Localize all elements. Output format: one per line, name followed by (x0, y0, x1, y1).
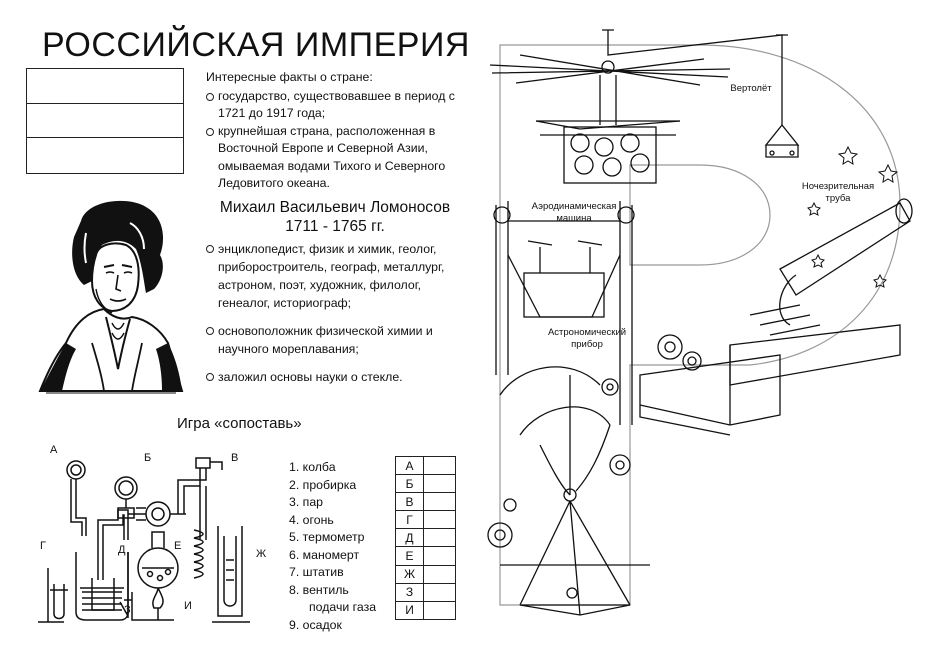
grid-letter: Б (395, 474, 424, 494)
flag-stripe-white (27, 69, 183, 104)
match-item: 5. термометр (289, 530, 365, 544)
astronomical-instrument-drawing (499, 366, 650, 616)
answer-cell[interactable] (423, 582, 456, 602)
person-name: Михаил Васильевич Ломоносов (219, 199, 451, 216)
match-item: 6. маномерт (289, 547, 360, 562)
label-astronomical-instrument: Астрономический прибор (532, 327, 642, 351)
match-item: 3. пар (289, 495, 324, 509)
person-fact-item: заложил основы науки о стекле. (206, 368, 468, 386)
match-item: 1. колба (289, 460, 336, 474)
label-astro-line1: Астрономический (547, 327, 627, 338)
diagram-letter: Г (40, 540, 46, 552)
grid-letter: Д (395, 528, 424, 548)
diagram-letter: Е (174, 540, 182, 552)
diagram-letter: Б (144, 452, 152, 464)
match-items-list: 1. колба 2. пробирка 3. пар 4. огонь 5. … (289, 459, 376, 634)
gear-icons (487, 334, 702, 548)
letter-r-outline (499, 44, 901, 606)
chemistry-apparatus-diagram: А Б В Г Д Е Ж З И (28, 440, 283, 640)
diagram-letter: А (50, 444, 58, 456)
match-item: 4. огонь (289, 512, 334, 527)
flag-stripe-blue (27, 104, 183, 139)
label-telescope-line2: труба (825, 193, 851, 204)
russian-flag-outline (26, 68, 184, 174)
helicopter-drawing (489, 29, 800, 184)
answer-cell[interactable] (423, 492, 456, 512)
match-item: 8. вентиль (289, 582, 349, 597)
person-facts: энциклопедист, физик и химик, геолог, пр… (206, 240, 468, 396)
grid-letter: И (395, 600, 424, 620)
star-icons (807, 145, 899, 288)
person-years: 1711 - 1765 гг. (285, 218, 385, 235)
match-item: 2. пробирка (289, 477, 357, 492)
match-item: 7. штатив (289, 565, 344, 579)
answer-cell[interactable] (423, 455, 456, 476)
match-item: 9. осадок (289, 617, 342, 632)
label-astro-line2: прибор (571, 339, 603, 350)
lomonosov-portrait (26, 193, 196, 403)
diagram-letter: З (124, 604, 131, 616)
answer-cell[interactable] (423, 600, 456, 620)
grid-letter: В (395, 492, 424, 512)
label-telescope-line1: Ночезрительная (801, 181, 875, 192)
answer-cell[interactable] (423, 546, 456, 566)
answer-cell[interactable] (423, 564, 456, 584)
grid-letter: Е (395, 546, 424, 566)
answer-cell[interactable] (423, 528, 456, 548)
grid-letter: З (395, 582, 424, 602)
person-fact-item: энциклопедист, физик и химик, геолог, пр… (206, 240, 468, 312)
night-telescope-drawing (639, 198, 913, 436)
grid-letter: А (395, 455, 424, 476)
diagram-letter: Д (118, 544, 126, 556)
person-fact-item: основоположник физической химии и научно… (206, 322, 468, 358)
grid-letter: Г (395, 510, 424, 530)
label-telescope: Ночезрительная труба (788, 181, 888, 205)
label-aero-line2: машина (556, 213, 592, 224)
fact-item: государство, существовавшее в период с 1… (206, 88, 466, 123)
answer-cell[interactable] (423, 474, 456, 494)
diagram-letter: И (184, 600, 192, 612)
country-facts: Интересные факты о стране: государство, … (206, 69, 466, 193)
answer-cell[interactable] (423, 510, 456, 530)
page-title: РОССИЙСКАЯ ИМПЕРИЯ (42, 26, 470, 64)
fact-item: крупнейшая страна, расположенная в Восто… (206, 123, 466, 193)
diagram-letter: Ж (256, 548, 267, 560)
grid-letter: Ж (395, 564, 424, 584)
flag-stripe-red (27, 138, 183, 173)
person-heading: Михаил Васильевич Ломоносов 1711 - 1765 … (215, 198, 455, 236)
answer-grid: А Б В Г Д Е Ж З И (395, 455, 456, 620)
diagram-letter: В (231, 452, 239, 464)
inventions-illustration: Вертолёт Ночезрительная труба Аэродинами… (480, 25, 920, 635)
label-helicopter: Вертолёт (730, 83, 772, 94)
match-item-continuation: подачи газа (309, 600, 377, 614)
game-title: Игра «сопоставь» (177, 415, 302, 432)
label-aerodynamic-machine: Аэродинамическая машина (516, 201, 632, 225)
aerodynamic-machine-drawing (493, 201, 635, 425)
label-aero-line1: Аэродинамическая (531, 201, 617, 212)
facts-heading: Интересные факты о стране: (206, 70, 373, 84)
